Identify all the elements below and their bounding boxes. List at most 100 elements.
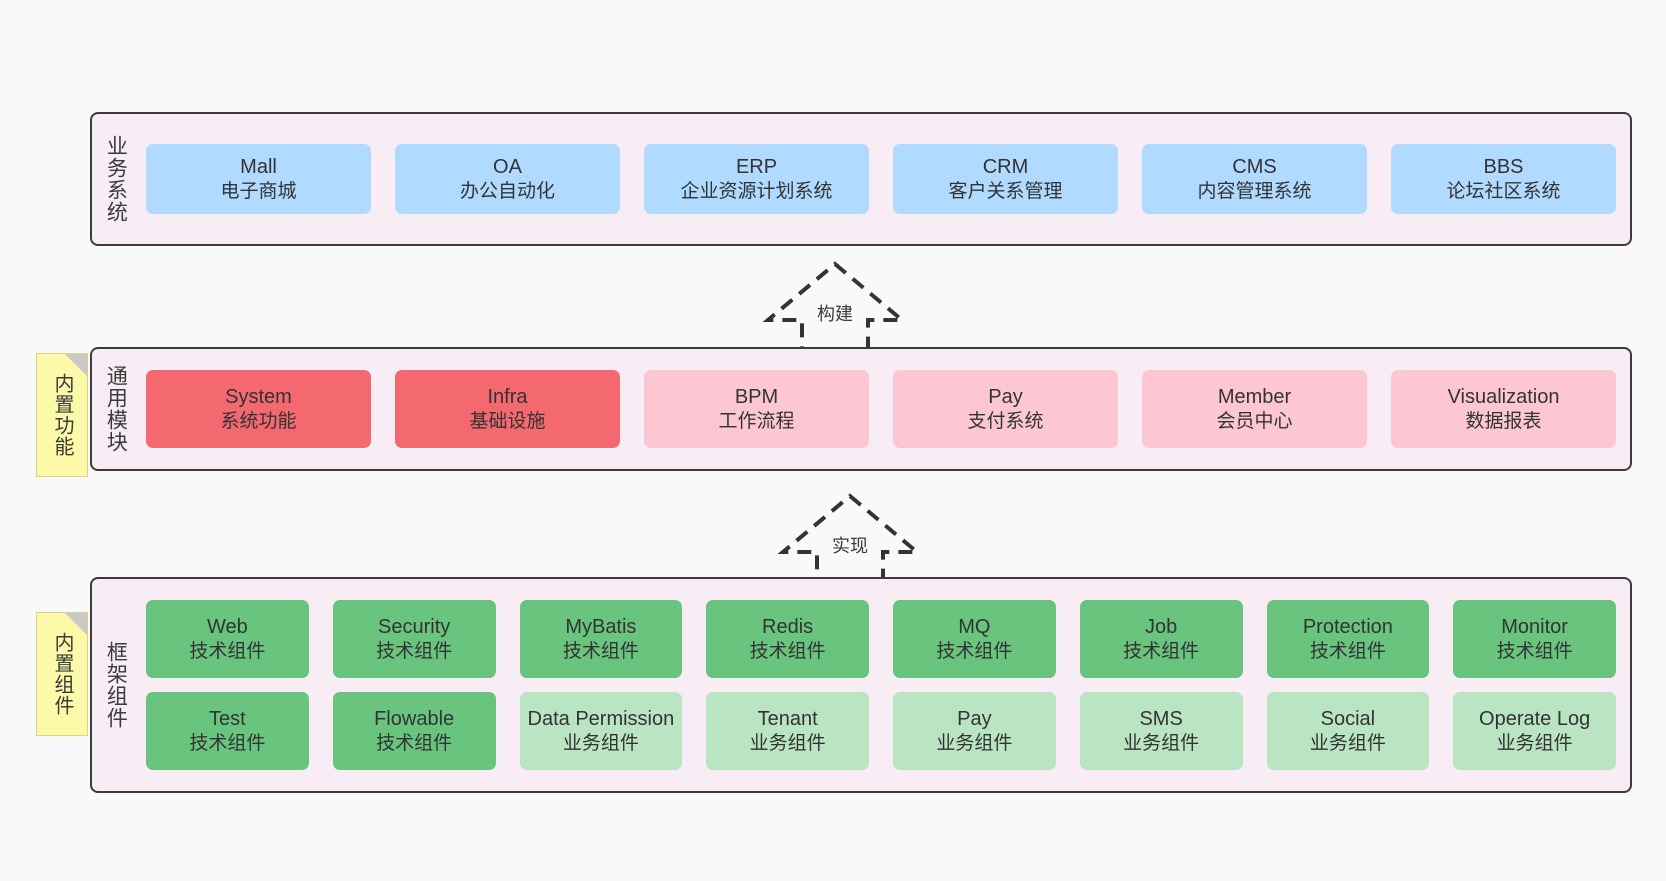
card-cms-title: CMS	[1232, 156, 1277, 179]
card-erp-subtitle: 企业资源计划系统	[680, 180, 833, 202]
card-pay-module-title: Pay	[988, 386, 1023, 409]
card-flowable[interactable]: Flowable 技术组件	[332, 692, 496, 770]
card-member-title: Member	[1217, 386, 1292, 409]
card-pay-component[interactable]: Pay 业务组件	[893, 692, 1056, 770]
card-sms-title: SMS	[1139, 708, 1183, 731]
card-erp-title: ERP	[735, 156, 778, 179]
card-test[interactable]: Test 技术组件	[146, 692, 309, 770]
card-monitor-subtitle: 技术组件	[1496, 640, 1573, 662]
card-web[interactable]: Web 技术组件	[146, 600, 309, 678]
card-security-title: Security	[378, 616, 451, 639]
layer-title-business-system: 业务系统	[104, 135, 128, 223]
card-system[interactable]: System 系统功能	[146, 370, 371, 448]
card-security[interactable]: Security 技术组件	[332, 600, 496, 678]
card-mybatis-subtitle: 技术组件	[562, 640, 639, 662]
card-web-subtitle: 技术组件	[189, 640, 266, 662]
card-erp[interactable]: ERP 企业资源计划系统	[644, 144, 869, 214]
framework-card-container: Web 技术组件 Security 技术组件 MyBatis 技术组件 Redi…	[138, 579, 1630, 791]
card-crm-subtitle: 客户关系管理	[948, 180, 1063, 202]
card-social[interactable]: Social 业务组件	[1266, 692, 1430, 770]
framework-card-row-tech: Web 技术组件 Security 技术组件 MyBatis 技术组件 Redi…	[146, 600, 1616, 678]
card-system-subtitle: 系统功能	[220, 410, 297, 432]
layer-title-common-module: 通用模块	[104, 365, 128, 453]
card-infra-subtitle: 基础设施	[469, 410, 546, 432]
card-test-subtitle: 技术组件	[189, 732, 266, 754]
card-mall-subtitle: 电子商城	[220, 180, 297, 202]
card-mall-title: Mall	[240, 156, 277, 179]
business-card-container: Mall 电子商城 OA 办公自动化 ERP 企业资源计划系统 CRM 客户关系…	[138, 114, 1630, 244]
card-monitor-title: Monitor	[1501, 616, 1568, 639]
card-sms[interactable]: SMS 业务组件	[1079, 692, 1243, 770]
card-job[interactable]: Job 技术组件	[1079, 600, 1243, 678]
arrow-implement: 实现	[775, 490, 925, 582]
card-operate-log-title: Operate Log	[1479, 708, 1591, 731]
card-test-title: Test	[209, 708, 246, 731]
sticky-note-builtin-functions-label: 内置功能	[51, 373, 73, 457]
card-bbs-subtitle: 论坛社区系统	[1446, 180, 1561, 202]
card-operate-log-subtitle: 业务组件	[1496, 732, 1573, 754]
card-cms-subtitle: 内容管理系统	[1197, 180, 1312, 202]
sticky-note-builtin-functions: 内置功能	[36, 353, 88, 477]
common-card-container: System 系统功能 Infra 基础设施 BPM 工作流程 Pay 支付系统…	[138, 349, 1630, 469]
business-card-row: Mall 电子商城 OA 办公自动化 ERP 企业资源计划系统 CRM 客户关系…	[146, 144, 1616, 214]
card-mq[interactable]: MQ 技术组件	[893, 600, 1056, 678]
card-pay-module[interactable]: Pay 支付系统	[893, 370, 1118, 448]
card-mall[interactable]: Mall 电子商城	[146, 144, 371, 214]
card-pay-component-title: Pay	[957, 708, 992, 731]
card-member[interactable]: Member 会员中心	[1142, 370, 1367, 448]
arrow-build-label: 构建	[815, 300, 855, 326]
card-pay-module-subtitle: 支付系统	[967, 410, 1044, 432]
card-bbs[interactable]: BBS 论坛社区系统	[1391, 144, 1616, 214]
card-social-title: Social	[1320, 708, 1376, 731]
card-visualization[interactable]: Visualization 数据报表	[1391, 370, 1616, 448]
card-tenant[interactable]: Tenant 业务组件	[706, 692, 869, 770]
common-card-row: System 系统功能 Infra 基础设施 BPM 工作流程 Pay 支付系统…	[146, 370, 1616, 448]
card-flowable-title: Flowable	[374, 708, 455, 731]
card-job-title: Job	[1145, 616, 1178, 639]
card-oa-subtitle: 办公自动化	[459, 180, 555, 202]
card-redis-subtitle: 技术组件	[749, 640, 826, 662]
card-social-subtitle: 业务组件	[1309, 732, 1386, 754]
card-protection-title: Protection	[1302, 616, 1393, 639]
card-bpm[interactable]: BPM 工作流程	[644, 370, 869, 448]
card-oa-title: OA	[493, 156, 522, 179]
card-member-subtitle: 会员中心	[1216, 410, 1293, 432]
card-security-subtitle: 技术组件	[376, 640, 453, 662]
card-data-permission-title: Data Permission	[527, 708, 675, 731]
card-data-permission-subtitle: 业务组件	[562, 732, 639, 754]
card-mybatis-title: MyBatis	[565, 616, 637, 639]
card-tenant-subtitle: 业务组件	[749, 732, 826, 754]
card-mybatis[interactable]: MyBatis 技术组件	[519, 600, 683, 678]
card-oa[interactable]: OA 办公自动化	[395, 144, 620, 214]
layer-common-module: 通用模块 System 系统功能 Infra 基础设施 BPM 工作流程 Pay…	[90, 347, 1632, 471]
layer-framework-component: 框架组件 Web 技术组件 Security 技术组件 MyBatis 技术组件…	[90, 577, 1632, 793]
card-operate-log[interactable]: Operate Log 业务组件	[1453, 692, 1616, 770]
sticky-fold-icon	[65, 354, 87, 376]
card-crm[interactable]: CRM 客户关系管理	[893, 144, 1118, 214]
card-infra[interactable]: Infra 基础设施	[395, 370, 620, 448]
card-data-permission[interactable]: Data Permission 业务组件	[519, 692, 683, 770]
sticky-note-builtin-components: 内置组件	[36, 612, 88, 736]
card-protection[interactable]: Protection 技术组件	[1266, 600, 1430, 678]
card-tenant-title: Tenant	[757, 708, 818, 731]
card-cms[interactable]: CMS 内容管理系统	[1142, 144, 1367, 214]
card-sms-subtitle: 业务组件	[1123, 732, 1200, 754]
arrow-implement-icon	[777, 493, 923, 582]
card-mq-subtitle: 技术组件	[936, 640, 1013, 662]
arrow-build-icon	[762, 261, 908, 350]
card-visualization-title: Visualization	[1447, 386, 1560, 409]
card-job-subtitle: 技术组件	[1123, 640, 1200, 662]
arrow-build: 构建	[760, 258, 910, 350]
card-bbs-title: BBS	[1483, 156, 1524, 179]
sticky-fold-icon	[65, 613, 87, 635]
card-crm-title: CRM	[982, 156, 1029, 179]
card-monitor[interactable]: Monitor 技术组件	[1453, 600, 1616, 678]
card-mq-title: MQ	[958, 616, 991, 639]
card-flowable-subtitle: 技术组件	[376, 732, 453, 754]
layer-business-system: 业务系统 Mall 电子商城 OA 办公自动化 ERP 企业资源计划系统 CRM…	[90, 112, 1632, 246]
card-redis-title: Redis	[762, 616, 814, 639]
card-visualization-subtitle: 数据报表	[1465, 410, 1542, 432]
card-redis[interactable]: Redis 技术组件	[706, 600, 869, 678]
layer-title-framework-component: 框架组件	[104, 641, 128, 729]
